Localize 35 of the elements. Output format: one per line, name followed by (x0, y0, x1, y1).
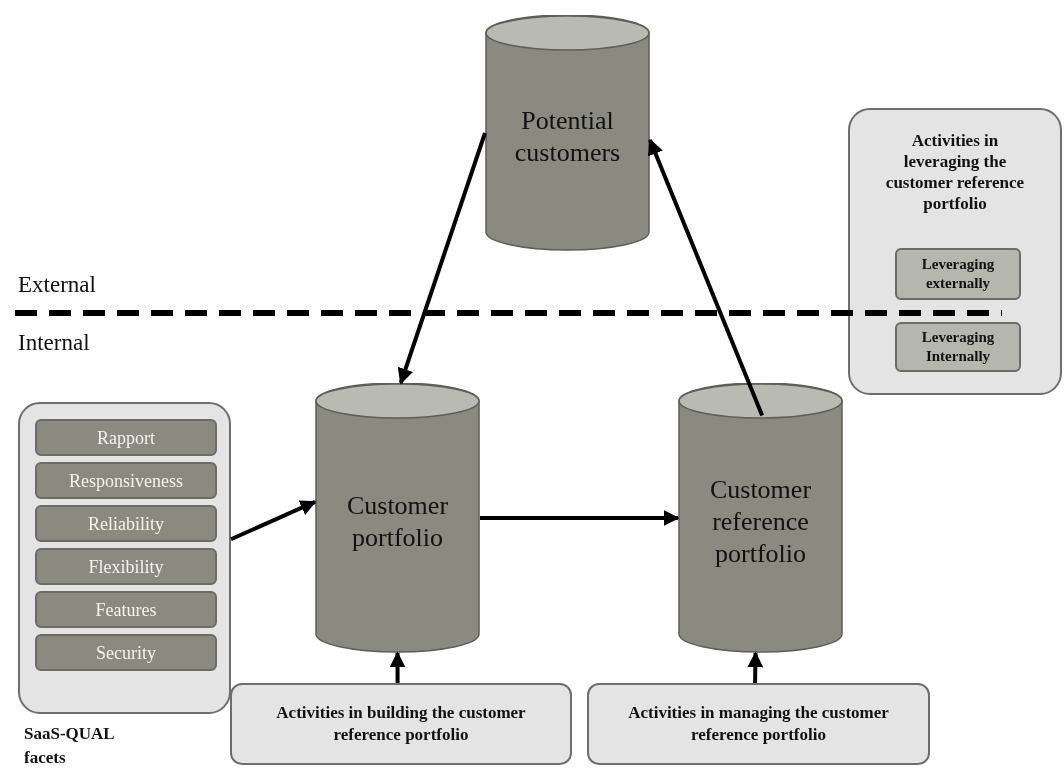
sub-activity-box (895, 248, 1021, 300)
node-label: Leveraging Internally (920, 328, 996, 366)
cylinder-label: Potential customers (513, 105, 622, 169)
cylinder-label: Customer portfolio (345, 490, 450, 554)
zone-label: External (18, 271, 96, 299)
node-label: Features (95, 600, 157, 619)
facet-box (35, 548, 217, 585)
group-caption: SaaS-QUAL facets (24, 723, 115, 769)
node-label: Responsiveness (69, 471, 183, 490)
arrow (230, 499, 317, 542)
facet-box (35, 591, 217, 628)
arrow (747, 651, 764, 684)
node-label: Leveraging externally (920, 255, 996, 293)
node-label: Security (96, 643, 156, 662)
facet-box (35, 419, 217, 456)
arrow (389, 651, 406, 683)
arrow (648, 138, 764, 417)
facet-box (35, 634, 217, 671)
arrow (480, 510, 680, 526)
zone-label: Internal (18, 329, 90, 357)
group-panel (18, 402, 231, 714)
arrow (397, 132, 487, 385)
group-heading: Activities in leveraging the customer reference portfolio (884, 130, 1026, 214)
activity-box (587, 683, 930, 765)
node-label: Activities in managing the customer reference portfolio (627, 702, 890, 746)
facet-box (35, 462, 217, 499)
activity-box (230, 683, 572, 765)
facet-box (35, 505, 217, 542)
node-label: Activities in building the customer reference portfolio (275, 702, 527, 746)
sub-activity-box (895, 322, 1021, 372)
node-label: Reliability (88, 514, 164, 533)
node-label: Rapport (97, 428, 155, 447)
cylinder-label: Customer reference portfolio (708, 474, 813, 570)
node-label: Flexibility (88, 557, 164, 576)
group-panel (848, 108, 1062, 395)
